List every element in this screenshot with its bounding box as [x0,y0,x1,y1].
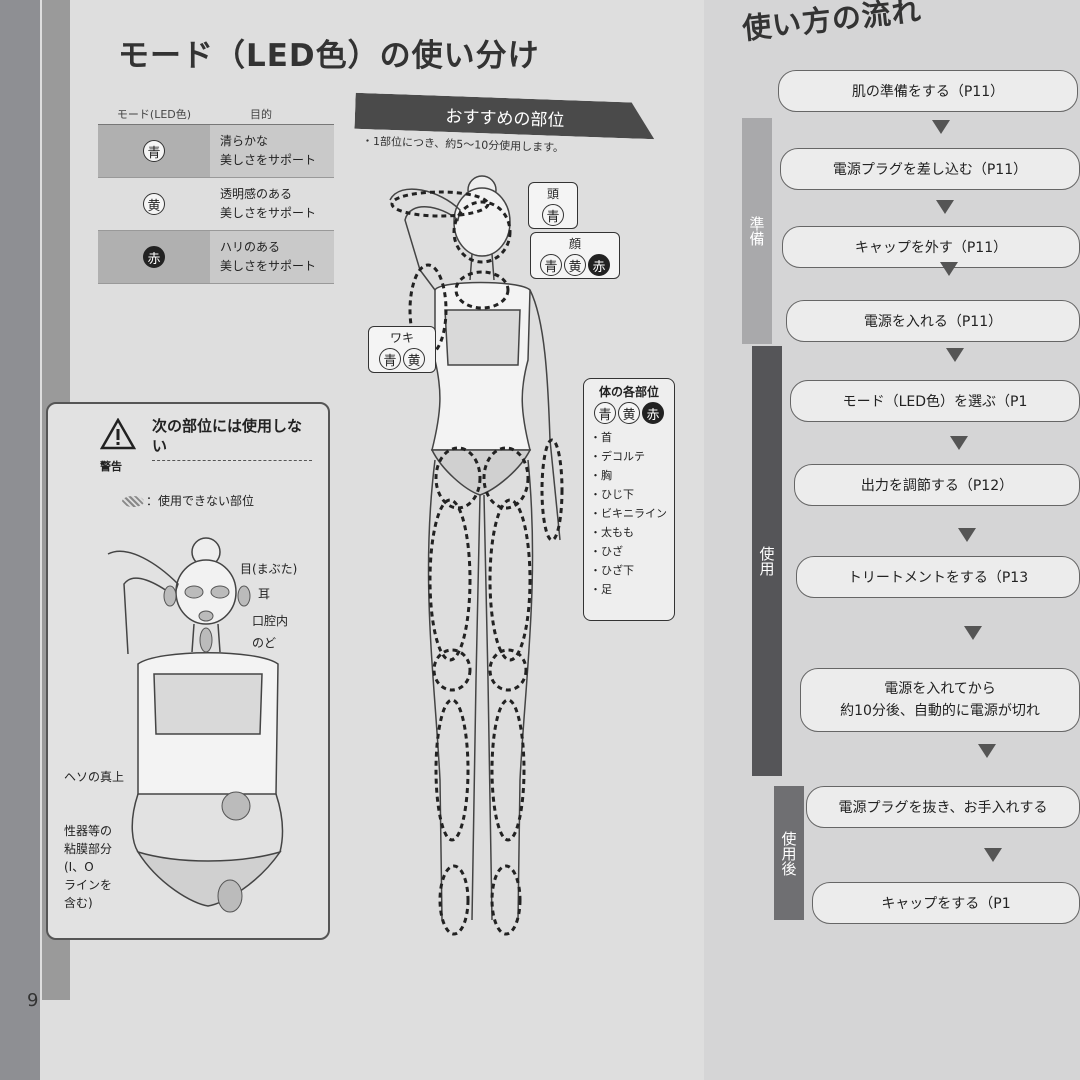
phase-use: 使用 [752,346,782,776]
purpose-line: 美しさをサポート [220,153,317,167]
mode-badge-blue: 青 [143,140,165,162]
flow-arrow-icon [932,120,950,134]
mode-badge-yellow: 黄 [618,402,640,424]
body-parts-modes: 青黄赤 [590,402,668,424]
list-item: ・胸 [590,469,612,482]
purpose-line: 透明感のある [220,187,293,201]
purpose-cell: 清らかな美しさをサポート [210,125,334,177]
list-item: ・足 [590,583,612,596]
mode-badge-red: 赤 [588,254,610,276]
flow-step-line: 電源を入れてから [884,681,996,697]
mode-badge-yellow: 黄 [564,254,586,276]
purpose-line: 美しさをサポート [220,259,317,273]
list-item: ・ビキニライン [590,507,667,520]
mode-badge-blue: 青 [542,204,564,226]
flow-arrow-icon [958,528,976,542]
mode-row-yellow: 黄 透明感のある美しさをサポート [98,178,334,231]
flow-step: 出力を調節する（P12） [794,464,1080,506]
warn-label-navel: ヘソの真上 [64,770,125,784]
mode-badge-red: 赤 [642,402,664,424]
purpose-line: 清らかな [220,134,269,148]
flow-arrow-icon [936,200,954,214]
flow-arrow-icon [964,626,982,640]
purpose-cell: ハリのある美しさをサポート [210,231,334,283]
flow-arrow-icon [940,262,958,276]
warning-icon [100,418,136,450]
armpit-label-box: ワキ 青黄 [368,326,436,373]
warning-legend-text: ：使用できない部位 [146,494,255,508]
mode-table: モード(LED色) 目的 青 清らかな美しさをサポート 黄 透明感のある美しさを… [98,106,334,284]
mode-column-header: モード(LED色) [116,108,192,121]
hatched-area-icon [122,496,144,507]
flow-arrow-icon [978,744,996,758]
warn-label-genital: 性器等の 粘膜部分 (I、O ラインを 含む) [64,824,113,910]
left-page-title: モード（LED色）の使い分け [118,38,540,74]
flow-arrow-icon [984,848,1002,862]
mode-badge-yellow: 黄 [403,348,425,370]
flow-step-line: 約10分後、自動的に電源が切れ [840,703,1040,719]
list-item: ・ひざ下 [590,564,634,577]
warning-label: 警告 [100,460,122,473]
warning-legend: ：使用できない部位 [122,492,254,509]
mode-badge-blue: 青 [594,402,616,424]
face-label: 顔 [568,237,581,251]
list-item: ・ひじ下 [590,488,634,501]
mode-badge-blue: 青 [540,254,562,276]
purpose-line: 美しさをサポート [220,206,317,220]
body-parts-box: 体の各部位 青黄赤 ・首 ・デコルテ ・胸 ・ひじ下 ・ビキニライン ・太もも … [583,378,675,621]
warning-body-illustration [107,537,284,913]
body-parts-list: ・首 ・デコルテ ・胸 ・ひじ下 ・ビキニライン ・太もも ・ひざ ・ひざ下 ・… [590,428,668,599]
flow-step: 電源を入れる（P11） [786,300,1080,342]
flow-step: トリートメントをする（P13 [796,556,1080,598]
mode-badge-red: 赤 [143,246,165,268]
flow-step-auto-off: 電源を入れてから 約10分後、自動的に電源が切れ [800,668,1080,732]
list-item: ・首 [590,431,612,444]
flow-step: キャップをする（P1 [812,882,1080,924]
flow-step: モード（LED色）を選ぶ（P1 [790,380,1080,422]
mode-row-blue: 青 清らかな美しさをサポート [98,125,334,178]
flow-step: キャップを外す（P11） [782,226,1080,268]
flow-step: 電源プラグを抜き、お手入れする [806,786,1080,828]
warn-label-ears: 耳 [258,587,271,601]
page-number: 9 [27,990,39,1011]
mode-cell: 黄 [98,178,210,230]
flow-arrow-icon [950,436,968,450]
mode-badge-yellow: 黄 [143,193,165,215]
phase-after-use: 使用後 [774,786,804,920]
list-item: ・ひざ [590,545,623,558]
warn-label-eyes: 目(まぶた) [240,562,298,576]
list-item: ・デコルテ [590,450,645,463]
purpose-cell: 透明感のある美しさをサポート [210,178,334,230]
divider [152,460,312,461]
body-illustration [389,175,564,936]
mode-table-header: モード(LED色) 目的 [98,106,334,125]
purpose-line: ハリのある [220,240,281,254]
phase-prepare: 準備 [742,118,772,344]
warn-label-throat: のど [252,636,277,650]
purpose-column-header: 目的 [250,108,272,121]
warning-box: 警告 次の部位には使用しない ：使用できない部位 目(まぶた) 耳 口腔内 の [46,402,330,940]
flow-arrow-icon [946,348,964,362]
flow-step: 電源プラグを差し込む（P11） [780,148,1080,190]
warn-label-mouth: 口腔内 [252,614,289,628]
armpit-label: ワキ [389,331,414,345]
mode-cell: 赤 [98,231,210,283]
head-label-box: 頭 青 [528,182,578,229]
mode-cell: 青 [98,125,210,177]
face-label-box: 顔 青黄赤 [530,232,620,279]
head-label: 頭 [546,187,559,201]
body-parts-title: 体の各部位 [598,385,659,399]
mode-badge-blue: 青 [379,348,401,370]
mode-row-red: 赤 ハリのある美しさをサポート [98,231,334,284]
warning-title: 次の部位には使用しない [152,417,303,455]
list-item: ・太もも [590,526,634,539]
flow-step: 肌の準備をする（P11） [778,70,1078,112]
